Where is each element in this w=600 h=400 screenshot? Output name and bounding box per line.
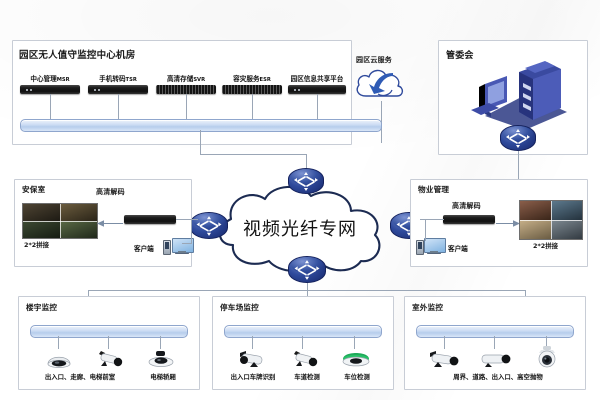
property-decoder-label: 高清解码 [452,202,481,210]
drop-line-3 [252,94,253,119]
center-room-title: 园区无人值守监控中心机房 [19,50,136,61]
security-client-uplink [191,219,192,243]
drop-line-0 [50,94,51,119]
router-north-icon [288,168,324,194]
core-network-cloud [175,183,415,275]
south-distribution-line [88,290,525,291]
property-client-uplink [425,219,426,241]
building-zone-label-1: 电梯轿厢 [150,373,176,381]
outdoor-cam-drop-0 [444,336,445,349]
property-wall-arrow [496,214,520,227]
drop-line-4 [317,94,318,119]
ptz-dome-camera-icon [534,345,560,369]
panel-parking-zone [212,296,394,390]
building-zone-label-0: 出入口、走廊、电梯前室 [44,373,116,381]
outdoor-zone-title: 室外监控 [412,303,444,312]
device-box-3 [222,85,282,94]
router-west-icon [190,212,228,239]
device-suffix-1: TSR [125,77,137,83]
building-cam-drop-2 [160,336,161,349]
security-decoder-label: 高清解码 [96,188,125,196]
device-name-3: 容灾服务 [233,75,260,83]
core-bus-to-router [200,154,306,155]
device-label-2: 高清存储SVR [152,73,220,83]
security-client-label: 客户端 [134,245,154,253]
mini-dome-camera-icon [146,348,176,368]
device-label-1: 手机转码TSR [84,73,152,83]
device-suffix-2: SVR [193,77,206,83]
device-name-1: 手机转码 [99,75,126,83]
device-box-1 [88,85,148,94]
property-client-label: 客户端 [448,245,468,253]
outdoor-zone-bus [416,325,574,338]
device-name-0: 中心管理 [30,75,57,83]
property-decoder-box [443,215,495,224]
bullet-camera-icon [426,348,460,368]
outdoor-cam-drop-2 [546,336,547,349]
parking-cam-drop-1 [302,336,303,349]
building-zone-bus [30,325,188,338]
device-label-3: 容灾服务ESR [218,73,286,83]
bullet-camera-icon [478,348,512,368]
dome-camera-icon [44,348,74,368]
panel-outdoor-zone [404,296,586,390]
security-client-phone-icon [163,240,171,255]
cloud-service-label: 园区云服务 [356,56,392,64]
parking-zone-label-1: 车道检测 [294,373,320,381]
bullet-camera-icon [288,348,320,368]
green-dome-camera-icon [340,348,372,368]
security-video-wall [22,203,98,239]
device-box-2 [156,85,216,94]
panel-building-zone [18,296,200,390]
parking-zone-title: 停车场监控 [220,303,259,312]
device-suffix-3: ESR [259,77,271,83]
core-network-label: 视频光纤专网 [243,219,357,240]
drop-line-2 [186,94,187,119]
device-box-4 [288,85,346,94]
building-cam-drop-1 [108,336,109,349]
security-decoder-box [124,215,176,224]
building-cam-drop-0 [58,336,59,349]
property-room-title: 物业管理 [418,185,450,194]
core-bus-bar [20,119,382,132]
security-client-link [182,243,192,244]
parking-cam-drop-0 [252,336,253,349]
device-label-0: 中心管理MSR [16,73,84,83]
parking-zone-label-0: 出入口车牌识别 [230,373,276,381]
drop-line-1 [118,94,119,119]
building-zone-title: 楼宇监控 [26,303,58,312]
parking-zone-bus [224,325,382,338]
device-name-2: 高清存储 [166,75,194,83]
core-bus-downlink [200,130,201,154]
bullet-camera-icon [93,348,125,368]
committee-router-icon [500,125,536,151]
committee-title: 管委会 [446,51,474,61]
device-box-0 [20,85,80,94]
device-suffix-0: MSR [56,77,70,83]
server-workstation-icon [455,60,573,130]
property-client-phone-icon [416,240,424,255]
bullet-camera-icon [236,348,270,368]
property-client-monitor-icon [424,238,446,255]
device-label-4: 园区信息共享平台 [282,73,352,83]
device-name-4: 园区信息共享平台 [290,75,344,83]
core-router-uplink [306,154,307,176]
property-wall-label: 2*2拼接 [533,242,559,250]
property-decoder-uplink [420,219,444,220]
committee-router-drop [518,151,519,179]
security-client-monitor-icon [172,238,194,255]
parking-zone-label-2: 车位检测 [344,373,370,381]
outdoor-cam-drop-1 [494,336,495,349]
security-wall-arrow [97,214,123,227]
outdoor-zone-label-0: 周界、道路、出入口、高空抛物 [453,373,543,381]
router-south-icon [288,256,326,283]
security-wall-label: 2*2拼接 [24,241,50,249]
property-video-wall [519,200,583,240]
parking-cam-drop-2 [354,336,355,349]
security-decoder-uplink [176,219,198,220]
cloud-download-icon [352,64,410,104]
security-room-title: 安保室 [22,185,46,194]
